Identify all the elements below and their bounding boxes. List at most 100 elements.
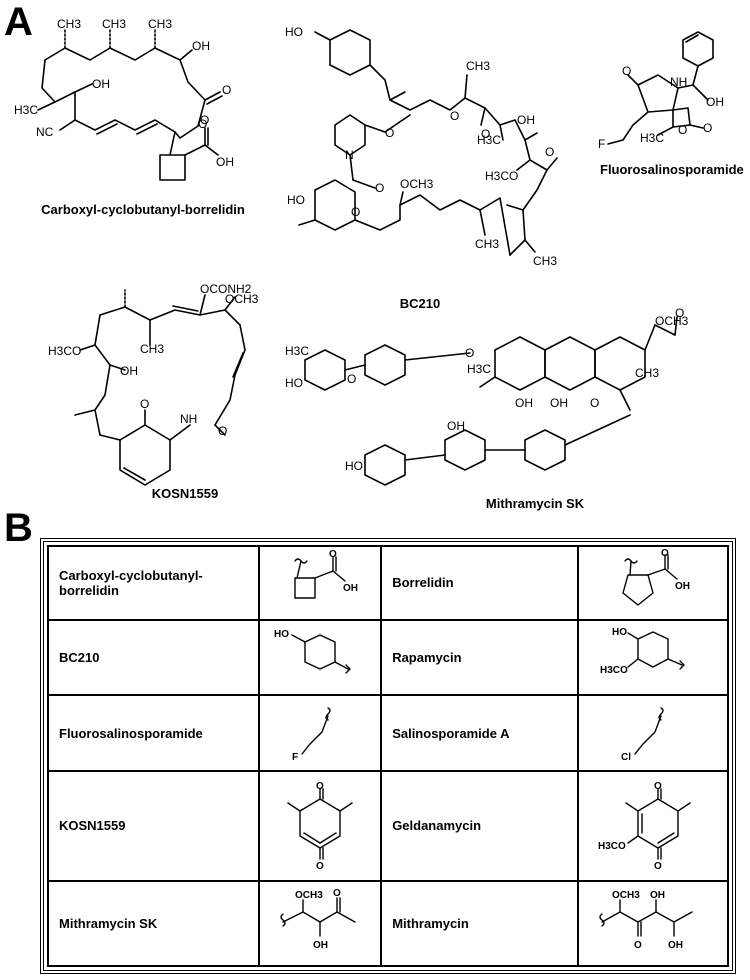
svg-text:O: O <box>385 126 394 140</box>
bc210-caption: BC210 <box>399 296 441 311</box>
svg-text:OH: OH <box>550 396 568 410</box>
svg-text:H3C: H3C <box>285 344 309 358</box>
svg-text:NC: NC <box>36 125 54 139</box>
svg-text:O: O <box>703 121 712 135</box>
svg-text:N: N <box>345 148 354 162</box>
svg-text:O: O <box>198 117 207 131</box>
svg-text:OCH3: OCH3 <box>655 314 689 328</box>
svg-text:OH: OH <box>192 39 210 53</box>
mithramycin-sk-structure: OCH3 O H3C O O HO HO OH OH O OH H3C CH3 <box>285 306 689 486</box>
svg-text:O: O <box>375 181 384 195</box>
borrelidin-analog-caption: Carboxyl-cyclobutanyl-borrelidin <box>41 202 245 217</box>
svg-text:O: O <box>654 861 662 872</box>
svg-text:O: O <box>316 861 324 872</box>
svg-text:OCH3: OCH3 <box>295 890 323 901</box>
svg-text:O: O <box>545 145 554 159</box>
svg-text:HO: HO <box>612 627 627 638</box>
hydroxycyclohexyl-fragment: HO <box>257 618 383 697</box>
svg-text:O: O <box>590 396 599 410</box>
svg-text:H3C: H3C <box>14 103 38 117</box>
svg-text:O: O <box>654 781 662 792</box>
svg-text:NH: NH <box>180 412 197 426</box>
svg-text:O: O <box>465 346 474 360</box>
fluorosalinosporamide-caption: Fluorosalinosporamide <box>600 162 744 177</box>
svg-text:HO: HO <box>287 193 305 207</box>
svg-text:OH: OH <box>517 113 535 127</box>
compound-name-cell: Mithramycin <box>380 879 580 968</box>
panel-b-letter: B <box>4 506 33 550</box>
svg-text:CH3: CH3 <box>140 342 164 356</box>
svg-text:H3CO: H3CO <box>485 169 518 183</box>
svg-text:OCH3: OCH3 <box>225 292 259 306</box>
svg-text:O: O <box>140 397 149 411</box>
svg-text:OH: OH <box>120 364 138 378</box>
svg-text:O: O <box>218 424 227 438</box>
kosn1559-structure: OCONH2 OCH3 H3CO OH CH3 O NH O <box>48 282 259 486</box>
compound-name-cell: Borrelidin <box>380 545 580 621</box>
svg-text:O: O <box>351 205 360 219</box>
fluoroethyl-fragment: F <box>257 694 383 773</box>
compound-name-cell: Carboxyl-cyclobutanyl-borrelidin <box>47 545 260 621</box>
svg-text:CH3: CH3 <box>148 17 172 31</box>
svg-text:O: O <box>661 548 669 559</box>
chloroethyl-fragment: Cl <box>577 694 729 773</box>
svg-text:H3CO: H3CO <box>48 344 81 358</box>
methoxy-benzoquinone-fragment: O O H3CO <box>577 770 729 882</box>
compound-name-cell: Geldanamycin <box>380 770 580 882</box>
compound-name-cell: Mithramycin SK <box>47 879 260 968</box>
svg-text:OH: OH <box>216 155 234 169</box>
fluorosalinosporamide-structure: O NH OH F H3C O O <box>598 31 724 151</box>
cyclobutane-fragment: O OH <box>257 545 383 621</box>
compound-name-cell: KOSN1559 <box>47 770 260 882</box>
svg-text:HO: HO <box>274 629 289 640</box>
compound-name-cell: Salinosporamide A <box>380 694 580 773</box>
comparison-table-frame: Carboxyl-cyclobutanyl-borrelidin O OH Bo… <box>40 538 736 974</box>
svg-text:O: O <box>333 888 341 899</box>
svg-text:Cl: Cl <box>621 752 631 763</box>
svg-text:O: O <box>678 123 687 137</box>
table-row: Fluorosalinosporamide F Salinosporamide … <box>47 694 729 773</box>
svg-text:H3C: H3C <box>640 131 664 145</box>
svg-text:HO: HO <box>285 25 303 39</box>
svg-text:O: O <box>450 109 459 123</box>
compound-name-cell: Rapamycin <box>380 618 580 697</box>
svg-text:OH: OH <box>343 583 358 594</box>
svg-text:OH: OH <box>650 890 665 901</box>
svg-text:OCH3: OCH3 <box>612 890 640 901</box>
svg-text:OH: OH <box>515 396 533 410</box>
svg-text:CH3: CH3 <box>102 17 126 31</box>
borrelidin-label: CH3 <box>57 17 81 31</box>
svg-text:O: O <box>481 127 490 141</box>
svg-text:OCONH2: OCONH2 <box>200 282 252 296</box>
panel-a-letter: A <box>4 0 33 44</box>
table-row: Carboxyl-cyclobutanyl-borrelidin O OH Bo… <box>47 545 729 621</box>
table-row: Mithramycin SK OCH3 OH O Mithramycin <box>47 879 729 968</box>
svg-text:NH: NH <box>670 75 687 89</box>
svg-text:O: O <box>675 306 684 320</box>
svg-text:O: O <box>622 64 631 78</box>
table-row: KOSN1559 O O Geldanamycin <box>47 770 729 882</box>
svg-text:CH3: CH3 <box>635 366 659 380</box>
svg-text:H3C: H3C <box>477 133 501 147</box>
svg-text:O: O <box>200 113 209 127</box>
methoxy-ketone-fragment: OCH3 OH O <box>257 879 383 968</box>
svg-text:O: O <box>634 940 642 951</box>
svg-text:F: F <box>598 137 605 151</box>
svg-text:CH3: CH3 <box>466 59 490 73</box>
svg-text:HO: HO <box>285 376 303 390</box>
svg-text:H3C: H3C <box>467 362 491 376</box>
compound-name-cell: Fluorosalinosporamide <box>47 694 260 773</box>
mithramycin-sk-caption: Mithramycin SK <box>485 496 585 511</box>
comparison-table: Carboxyl-cyclobutanyl-borrelidin O OH Bo… <box>47 545 729 968</box>
svg-text:OCH3: OCH3 <box>400 177 434 191</box>
svg-text:CH3: CH3 <box>475 237 499 251</box>
svg-text:H3CO: H3CO <box>600 665 628 676</box>
svg-text:OH: OH <box>675 581 690 592</box>
cyclopentane-fragment: O OH <box>577 545 729 621</box>
svg-text:O: O <box>222 83 231 97</box>
svg-text:OH: OH <box>92 77 110 91</box>
svg-text:OH: OH <box>447 419 465 433</box>
methoxy-hydroxycyclohexyl-fragment: HO H3CO <box>577 618 729 697</box>
table-row: BC210 HO Rapamycin HO <box>47 618 729 697</box>
kosn1559-caption: KOSN1559 <box>151 486 219 501</box>
